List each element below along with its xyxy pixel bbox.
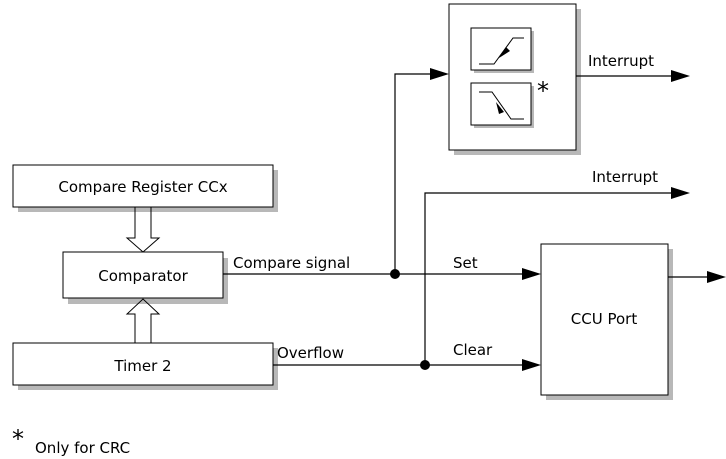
timer-block: Timer 2 — [12, 342, 278, 390]
ccu-port-block: CCU Port — [540, 243, 673, 400]
edge-detector-block: * — [448, 3, 581, 155]
clear-label: Clear — [453, 341, 493, 359]
footnote-text: Only for CRC — [35, 439, 130, 457]
hollow-arrow-down — [125, 206, 161, 253]
comparator-block: Comparator — [62, 251, 228, 304]
set-label: Set — [453, 254, 478, 272]
interrupt-mid-label: Interrupt — [592, 168, 658, 186]
overflow-wire: Overflow Clear — [273, 341, 541, 371]
overflow-label: Overflow — [277, 344, 344, 362]
edge-interrupt-wire: Interrupt — [576, 52, 690, 82]
compare-signal-wire: Compare signal Set — [223, 254, 541, 280]
hollow-arrow-up — [125, 298, 161, 344]
rising-edge-icon — [470, 27, 532, 71]
footnote-marker: * — [12, 425, 24, 453]
compare-signal-label: Compare signal — [233, 254, 350, 272]
compare-register-label: Compare Register CCx — [58, 178, 227, 196]
overflow-interrupt-wire: Interrupt — [424, 168, 690, 365]
comparator-label: Comparator — [98, 267, 188, 285]
edge-detector-feed-wire — [394, 68, 449, 274]
compare-register-block: Compare Register CCx — [12, 164, 278, 212]
footnote: * Only for CRC — [12, 425, 130, 457]
crc-marker: * — [537, 77, 549, 105]
falling-edge-icon — [470, 82, 532, 126]
ccu-output-wire — [668, 271, 726, 283]
timer-label: Timer 2 — [113, 357, 171, 375]
interrupt-top-label: Interrupt — [588, 52, 654, 70]
ccu-port-label: CCU Port — [571, 310, 638, 328]
